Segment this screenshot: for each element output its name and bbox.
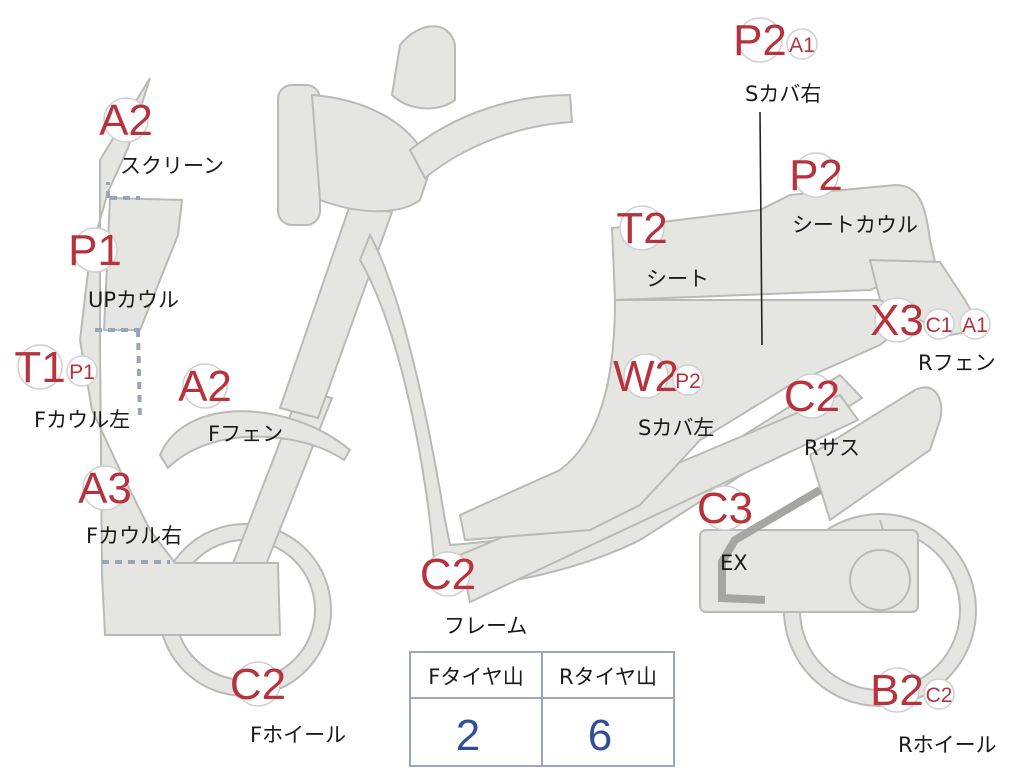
part-ex: C3 EX [697, 484, 753, 575]
part-name: Fホイール [250, 723, 346, 747]
part-name: シート [646, 267, 709, 291]
part-name: Fフェン [208, 422, 283, 446]
part-up-cowl: P1 UPカウル [68, 226, 179, 312]
grade-circle-small [672, 364, 704, 396]
grade-code: A3 [78, 464, 132, 513]
grade-circle [235, 661, 281, 707]
grade-circle [82, 465, 128, 511]
grade-code: P2 [789, 151, 843, 200]
part-seat-cowl: P2 シートカウル [789, 151, 918, 237]
part-screen: A2 スクリーン [99, 96, 224, 178]
seat-cover-guide-line [759, 111, 763, 346]
value-rear-tread: 6 [588, 711, 612, 760]
part-seat: T2 シート [616, 204, 709, 291]
part-frame: C2 フレーム [420, 550, 528, 638]
grade-code: C2 [230, 660, 286, 709]
grade-code-small: A1 [789, 34, 815, 57]
grade-circle [103, 97, 149, 143]
grade-circle [72, 227, 118, 273]
grade-code: C3 [697, 484, 753, 533]
part-labels: A2 スクリーン P1 UPカウル T1 P1 Fカウル左 A3 Fカウル右 A… [14, 16, 996, 757]
part-name: Rサス [804, 436, 860, 460]
part-f-wheel: C2 Fホイール [230, 660, 346, 747]
grade-circle [789, 373, 835, 419]
part-s-cover-right: P2 A1 Sカバ右 [733, 16, 821, 106]
part-name: シートカウル [792, 213, 918, 237]
grade-code-small: A1 [962, 314, 988, 337]
grade-code-small: P1 [69, 361, 95, 384]
scooter-illustration [78, 25, 984, 707]
part-f-cowl-right: A3 Fカウル右 [78, 464, 182, 548]
grade-code: C2 [784, 372, 840, 421]
part-name: Fカウル右 [86, 524, 182, 548]
rear-suspension-shape [808, 386, 943, 522]
grade-code: A2 [99, 96, 153, 145]
part-name: フレーム [444, 614, 527, 638]
grade-circle [737, 17, 783, 63]
front-cowl-shape [78, 77, 282, 636]
engine-hub [849, 549, 911, 611]
grade-code-small: P2 [675, 370, 701, 393]
dash-d [136, 329, 142, 421]
grade-circle [182, 363, 228, 409]
part-name: EX [720, 551, 748, 575]
part-name: Fカウル左 [34, 408, 130, 432]
mirror-shape [390, 25, 456, 110]
steering-column-shape [278, 203, 394, 420]
part-name: Rホイール [898, 733, 997, 757]
side-cover-shape [458, 299, 912, 542]
grade-code: A2 [178, 362, 232, 411]
part-f-cowl-left: T1 P1 Fカウル左 [14, 343, 130, 432]
grade-circle-small [923, 678, 955, 710]
grade-circle [874, 297, 920, 343]
grade-circle-small [66, 355, 98, 387]
grade-code: T2 [616, 204, 667, 253]
cowl-segment-markers [95, 182, 170, 564]
part-r-wheel: B2 C2 Rホイール [870, 666, 997, 757]
part-r-fender: X3 C1 A1 Rフェン [870, 296, 996, 375]
grade-circle-small [786, 28, 818, 60]
part-name: UPカウル [88, 288, 179, 312]
part-name: スクリーン [120, 154, 224, 178]
grade-code: W2 [613, 352, 679, 401]
handle-grip-shape [408, 93, 574, 180]
grade-code-small: C1 [926, 314, 953, 337]
grade-code-small: C2 [926, 684, 953, 707]
grade-circle-small [923, 308, 955, 340]
grade-code: P2 [733, 16, 787, 65]
exhaust-shape [718, 486, 823, 604]
grade-circle [619, 205, 665, 251]
part-r-sus: C2 Rサス [784, 372, 860, 460]
grade-circle [793, 152, 839, 198]
grade-code: X3 [870, 296, 924, 345]
tire-tread-table: Fタイヤ山 Rタイヤ山 2 6 [409, 651, 675, 767]
grade-circle [702, 485, 748, 531]
grade-circle [874, 667, 920, 713]
part-name: Sカバ左 [638, 416, 714, 440]
up-cowl-shape [102, 196, 184, 331]
grade-circle-small [959, 308, 991, 340]
grade-code: T1 [14, 343, 65, 392]
grade-code: P1 [68, 226, 122, 275]
grade-code: B2 [870, 666, 924, 715]
header-front-tread: Fタイヤ山 [428, 665, 523, 689]
part-name: Sカバ右 [745, 82, 821, 106]
value-front-tread: 2 [456, 711, 480, 760]
grade-circle [623, 353, 669, 399]
part-f-fender: A2 Fフェン [178, 362, 283, 446]
grade-code: C2 [420, 550, 476, 599]
front-fender-shape [158, 410, 352, 470]
grade-circle [425, 551, 471, 597]
part-s-cover-left: W2 P2 Sカバ左 [613, 352, 714, 440]
grade-circle [17, 344, 63, 390]
header-rear-tread: Rタイヤ山 [559, 665, 657, 689]
part-name: Rフェン [918, 351, 996, 375]
